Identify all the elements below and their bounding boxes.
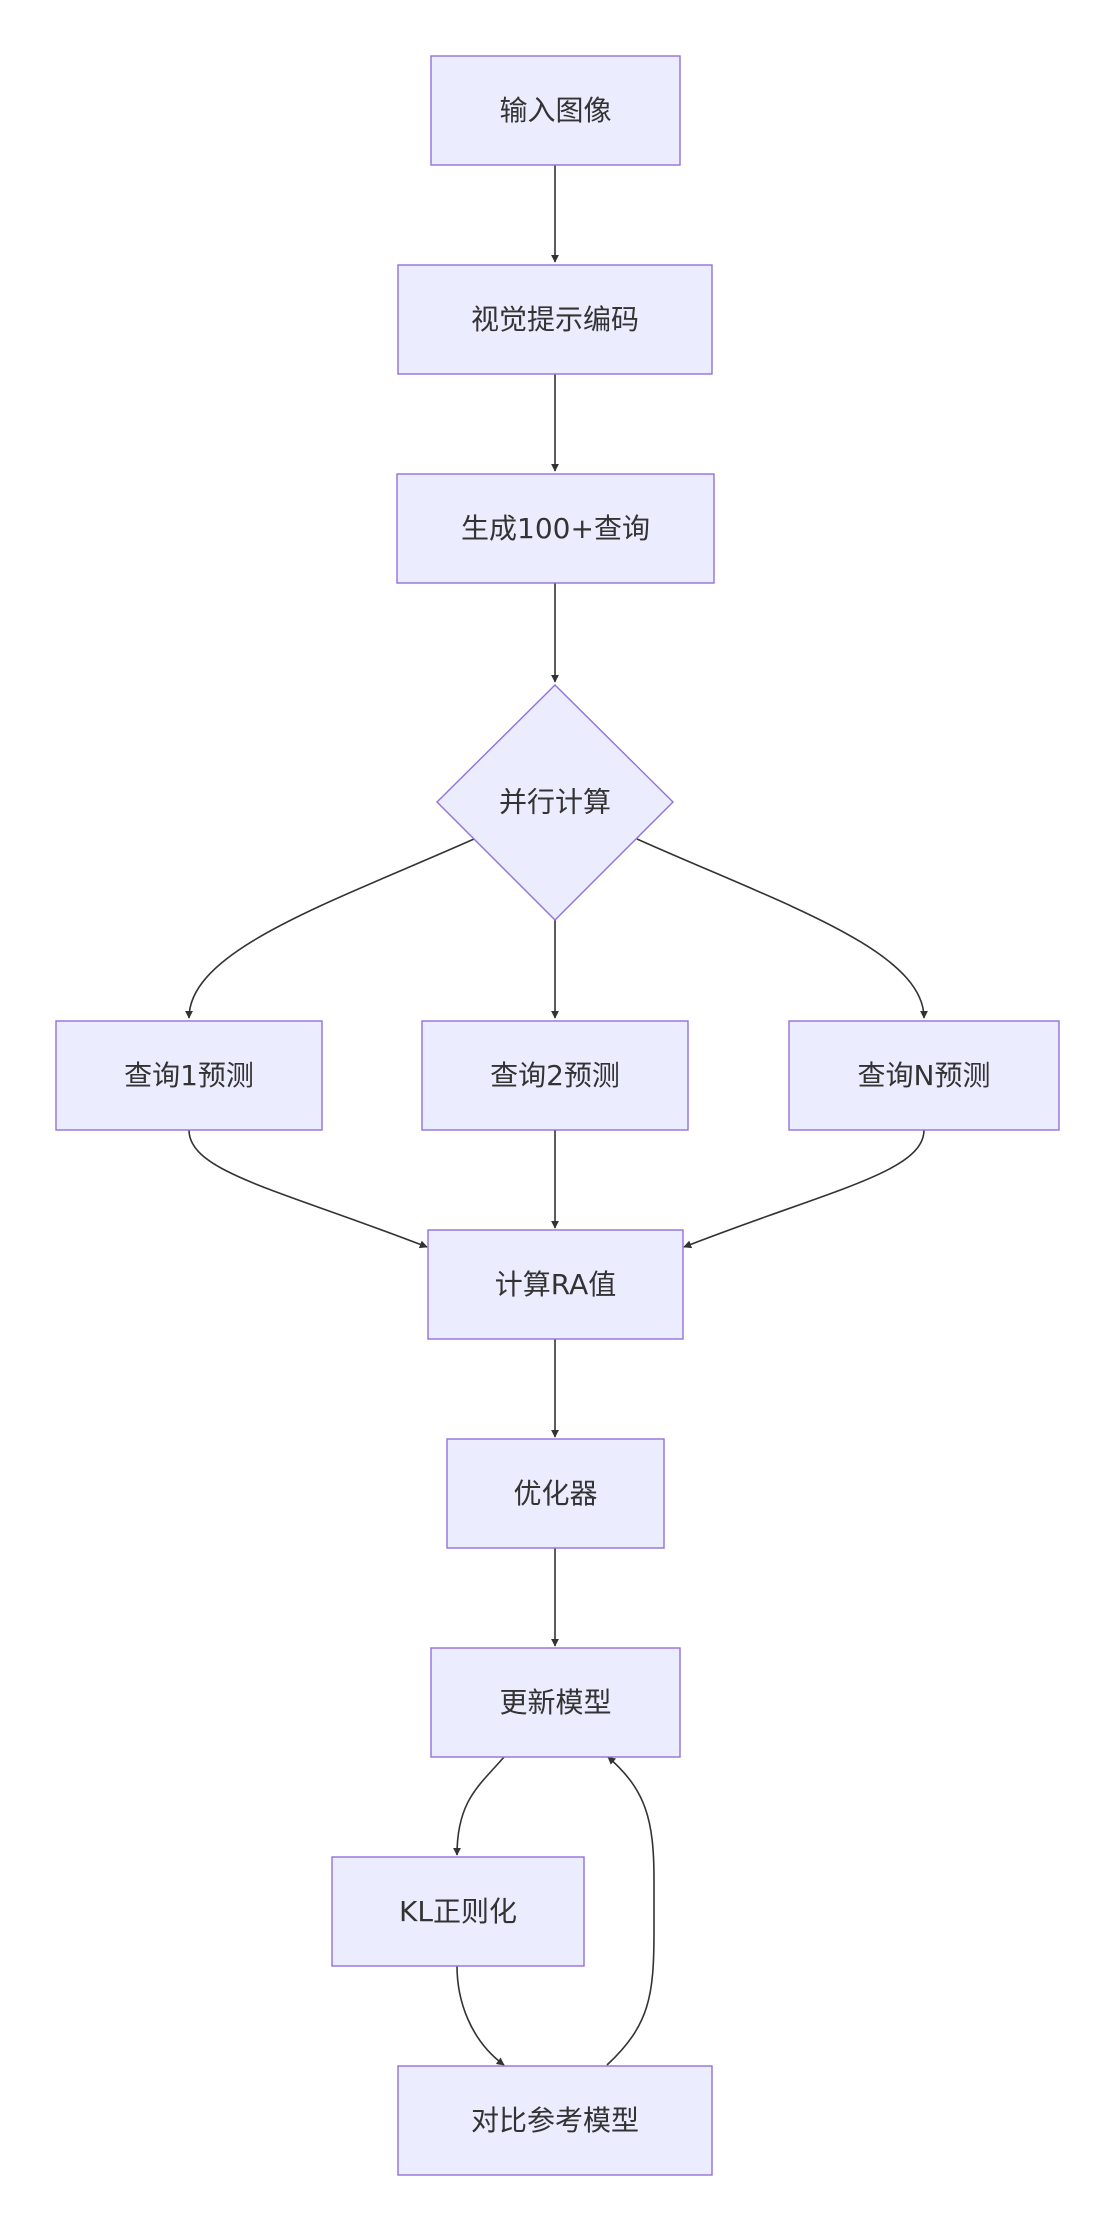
edge-qn-to-ra — [683, 1129, 925, 1249]
node-compare-box — [397, 2065, 713, 2176]
node-update-box — [430, 1647, 681, 1758]
node-q2: 查询2预测 — [421, 1020, 689, 1131]
node-input-box — [430, 55, 681, 166]
node-q2-box — [421, 1020, 689, 1131]
node-kl-box — [331, 1856, 585, 1967]
node-q1: 查询1预测 — [55, 1020, 323, 1131]
node-generate: 生成100+查询 — [396, 473, 715, 584]
node-encode-box — [397, 264, 713, 375]
node-q1-box — [55, 1020, 323, 1131]
edge-parallel-to-q1 — [185, 838, 475, 1019]
edges — [185, 165, 928, 2066]
node-ra-box — [427, 1229, 684, 1340]
node-qn: 查询N预测 — [788, 1020, 1060, 1131]
node-qn-label: 查询N预测 — [858, 1059, 991, 1092]
edge-update-to-kl — [453, 1756, 505, 1856]
node-encode: 视觉提示编码 — [397, 264, 713, 375]
node-q1-label: 查询1预测 — [124, 1059, 254, 1092]
node-qn-box — [788, 1020, 1060, 1131]
node-encode-label: 视觉提示编码 — [471, 303, 639, 336]
node-update: 更新模型 — [430, 1647, 681, 1758]
node-input: 输入图像 — [430, 55, 681, 166]
node-generate-box — [396, 473, 715, 584]
node-generate-label: 生成100+查询 — [461, 512, 650, 545]
edge-compare-to-update — [606, 1756, 655, 2066]
node-optimizer-box — [446, 1438, 665, 1549]
node-q2-label: 查询2预测 — [490, 1059, 620, 1092]
node-ra: 计算RA值 — [427, 1229, 684, 1340]
node-optimizer-label: 优化器 — [513, 1477, 597, 1510]
edge-q1-to-ra — [188, 1129, 428, 1249]
node-parallel-diamond — [436, 684, 674, 921]
node-parallel-label: 并行计算 — [499, 786, 611, 819]
node-ra-label: 计算RA值 — [495, 1268, 616, 1301]
node-parallel: 并行计算 — [436, 684, 674, 921]
edge-kl-to-compare — [456, 1965, 505, 2066]
node-input-label: 输入图像 — [499, 94, 611, 127]
node-compare-label: 对比参考模型 — [471, 2104, 639, 2137]
node-kl: KL正则化 — [331, 1856, 585, 1967]
node-kl-label: KL正则化 — [399, 1895, 517, 1928]
edge-parallel-to-qn — [636, 838, 928, 1019]
node-update-label: 更新模型 — [499, 1686, 611, 1719]
node-optimizer: 优化器 — [446, 1438, 665, 1549]
node-compare: 对比参考模型 — [397, 2065, 713, 2176]
